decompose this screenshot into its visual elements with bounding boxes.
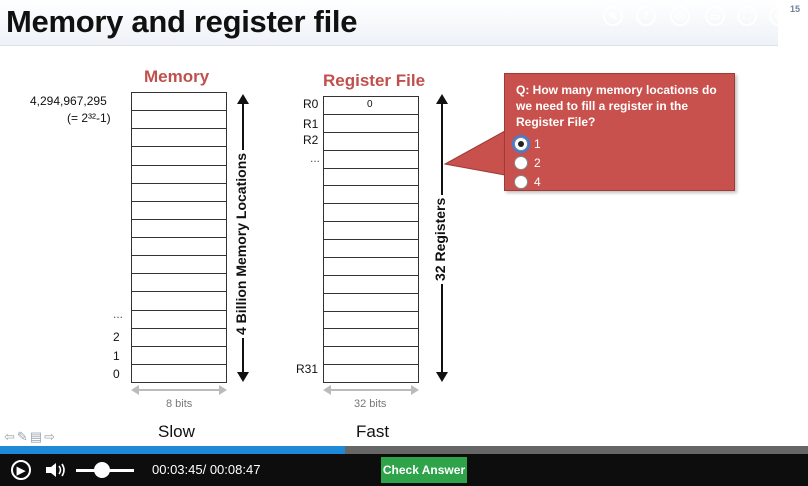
register-width-arrow (330, 389, 412, 391)
memory-top-address-formula: (= 2³²-1) (67, 111, 111, 125)
memory-width-label: 8 bits (166, 398, 193, 410)
register-label-r31: R31 (296, 362, 319, 376)
memory-cell (131, 345, 227, 365)
register-cell-stack (323, 96, 419, 383)
memory-address-2: 2 (113, 330, 120, 344)
memory-top-address: 4,294,967,295 (30, 94, 107, 108)
register-label-r0: R0 (303, 97, 319, 111)
register-cell (323, 310, 419, 330)
register-label-r2: R2 (303, 133, 319, 147)
register-cell (323, 221, 419, 240)
register-cell (323, 185, 419, 205)
memory-cell (131, 146, 227, 166)
memory-cell (131, 291, 227, 311)
register-cell (323, 149, 419, 169)
memory-cell (131, 182, 227, 202)
memory-cell (131, 363, 227, 383)
captions-icon[interactable]: ▭ (705, 6, 725, 26)
register-cell (323, 328, 419, 348)
memory-cell (131, 128, 227, 148)
memory-cell (131, 218, 227, 238)
memory-address-0: 0 (113, 367, 120, 381)
register-count-label: 32 Registers (432, 194, 448, 284)
quiz-option-label: 4 (534, 175, 541, 189)
quiz-question: Q: How many memory locations do we need … (516, 83, 717, 129)
fullscreen-icon[interactable]: ⛶ (737, 6, 757, 26)
memory-arrow-down (237, 372, 249, 382)
register-file-heading: Register File (323, 71, 426, 90)
check-answer-button[interactable]: Check Answer (381, 457, 467, 483)
forward-arrow-icon[interactable]: ⇨ (44, 429, 56, 444)
quiz-option-label: 2 (534, 156, 541, 170)
memory-size-label: 4 Billion Memory Locations (233, 149, 249, 338)
play-icon[interactable]: ▶ (11, 460, 31, 480)
quiz-callout: Q: How many memory locations do we need … (504, 73, 735, 191)
slide-title: Memory and register file (6, 4, 358, 39)
notes-icon[interactable]: ▤ (29, 429, 43, 444)
memory-cell (131, 273, 227, 293)
memory-width-arrow (138, 389, 220, 391)
memory-cell (131, 164, 227, 184)
progress-track[interactable] (0, 446, 808, 454)
radio-button-selected-icon[interactable] (514, 137, 528, 151)
memory-cell (131, 92, 227, 112)
quiz-option-4[interactable]: 4 (514, 174, 541, 190)
slide-number: 15 (790, 4, 801, 14)
register-label-r1: R1 (303, 117, 319, 131)
memory-cell (131, 255, 227, 275)
register-cell (323, 167, 419, 187)
pen-icon[interactable]: ✎ (16, 429, 28, 444)
volume-slider-knob[interactable] (94, 462, 111, 478)
register-cell (323, 346, 419, 366)
register-speed-label: Fast (356, 422, 390, 441)
feedback-face-icon[interactable]: ☹ (670, 6, 690, 26)
register-width-arrow-right (411, 385, 419, 395)
memory-width-arrow-left (131, 385, 139, 395)
radio-button-icon[interactable] (514, 175, 528, 189)
volume-icon[interactable] (44, 461, 68, 479)
progress-fill[interactable] (0, 446, 346, 454)
memory-cell-stack (131, 92, 227, 383)
register-cell (323, 131, 419, 151)
memory-heading: Memory (144, 67, 210, 86)
memory-cell (131, 327, 227, 347)
register-arrow-down (436, 372, 448, 382)
help-icon[interactable]: ? (636, 6, 656, 26)
memory-cell (131, 237, 227, 257)
memory-arrow-up (237, 94, 249, 104)
title-bar: Memory and register file (0, 0, 778, 46)
register-cell (323, 256, 419, 276)
callout-pointer (444, 130, 506, 176)
memory-cell (131, 200, 227, 220)
register-cell (323, 292, 419, 312)
register-cell (323, 113, 419, 133)
register-cell (323, 274, 419, 294)
register-cell (323, 239, 419, 258)
register-label-ellipsis: ... (310, 151, 321, 165)
register-width-label: 32 bits (354, 398, 387, 410)
memory-cell (131, 309, 227, 329)
register-cell (323, 203, 419, 223)
register-arrow-up (436, 94, 448, 104)
settings-gear-icon[interactable]: ⚙ (769, 6, 789, 26)
playback-time: 00:03:45/ 00:08:47 (152, 462, 261, 477)
register-width-arrow-left (323, 385, 331, 395)
memory-width-arrow-right (219, 385, 227, 395)
memory-cell (131, 110, 227, 130)
radio-button-icon[interactable] (514, 156, 528, 170)
back-arrow-icon[interactable]: ⇦ (4, 429, 15, 444)
edit-note-icon[interactable]: ✎ (603, 6, 623, 26)
quiz-option-2[interactable]: 2 (514, 155, 541, 171)
slide-nav-toolbar: ⇦ ✎ ▤ ⇨ (4, 429, 55, 445)
quiz-option-1[interactable]: 1 (514, 136, 541, 152)
register-r0-value: 0 (367, 99, 373, 110)
memory-speed-label: Slow (158, 422, 195, 441)
memory-address-ellipsis: ... (113, 307, 124, 321)
quiz-option-label: 1 (534, 137, 541, 151)
memory-address-1: 1 (113, 349, 120, 363)
register-cell (323, 364, 419, 383)
